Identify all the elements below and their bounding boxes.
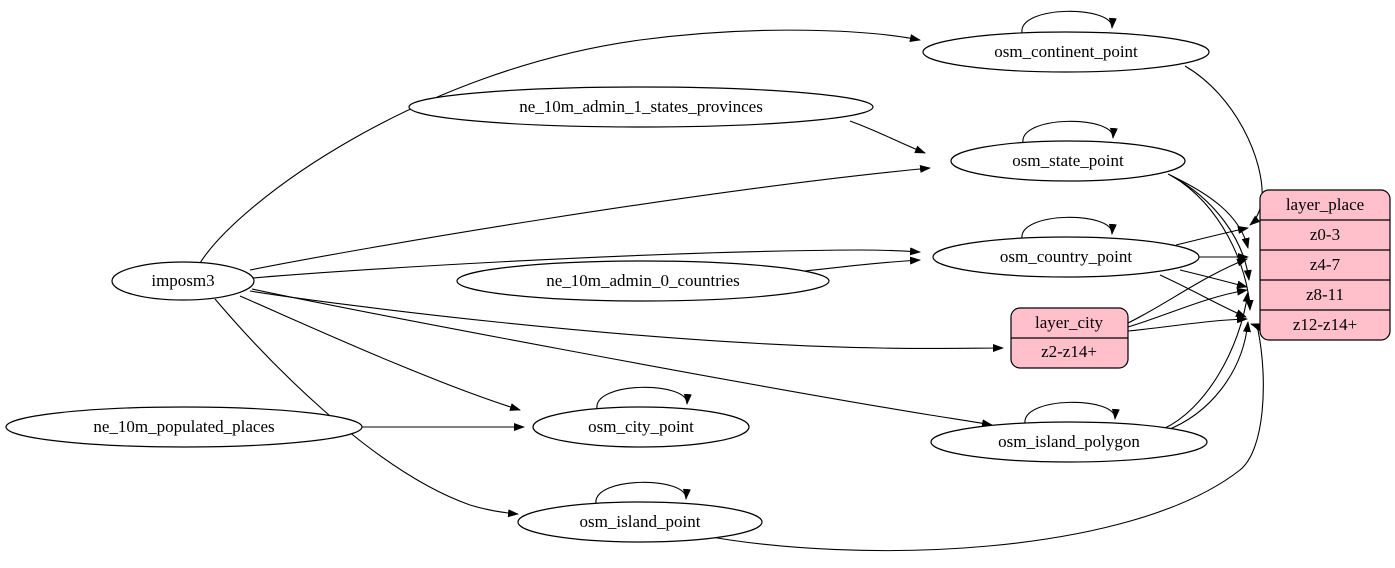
node-osm_island_polygon[interactable]: osm_island_polygon <box>930 421 1208 463</box>
edge-ne_admin_0_countries-to-osm_country_point <box>804 256 921 272</box>
edge-selfloop-osm_country_point <box>1021 216 1117 240</box>
node-label-layer_place-z8_11: z8-11 <box>1306 285 1344 304</box>
node-label-osm_island_point: osm_island_point <box>580 512 701 531</box>
edge-selfloop-osm_island_point <box>595 481 691 505</box>
edge-osm_country_point-to-layer_place-z12_plus <box>1159 274 1247 318</box>
edge-imposm3-to-layer_city <box>249 290 1004 353</box>
edge-layer_city-to-layer_place-z8_11 <box>1127 287 1248 328</box>
edges-layer <box>199 10 1264 552</box>
node-label-layer_city-header: layer_city <box>1035 313 1103 332</box>
edge-imposm3-to-osm_island_polygon <box>251 288 993 428</box>
node-osm_city_point[interactable]: osm_city_point <box>532 406 750 448</box>
edge-imposm3-to-osm_state_point <box>249 164 931 271</box>
node-label-osm_city_point: osm_city_point <box>588 417 694 436</box>
node-label-layer_place-z4_7: z4-7 <box>1310 255 1341 274</box>
edge-osm_continent_point-to-layer_place-z0_3 <box>1184 65 1263 226</box>
node-layer_city[interactable]: layer_city z2-z14+ <box>1010 307 1129 369</box>
node-osm_island_point[interactable]: osm_island_point <box>517 501 763 543</box>
node-imposm3[interactable]: imposm3 <box>111 261 255 301</box>
edge-selfloop-osm_state_point <box>1022 120 1118 144</box>
node-osm_state_point[interactable]: osm_state_point <box>950 140 1186 182</box>
node-label-ne_10m_admin_0_countries: ne_10m_admin_0_countries <box>546 271 740 290</box>
node-label-osm_country_point: osm_country_point <box>1000 247 1132 266</box>
edge-selfloop-osm_continent_point <box>1021 10 1117 34</box>
edge-osm_state_point-to-layer_place-z4_7 <box>1167 173 1250 249</box>
node-osm_country_point[interactable]: osm_country_point <box>932 236 1200 278</box>
edge-osm_island_point-to-layer_place-z12_plus <box>699 323 1264 552</box>
node-label-osm_island_polygon: osm_island_polygon <box>998 432 1140 451</box>
node-ne_10m_populated_places[interactable]: ne_10m_populated_places <box>5 406 363 448</box>
edge-osm_island_polygon-to-layer_place-z8_11 <box>1162 291 1251 430</box>
node-label-layer_place-z12_plus: z12-z14+ <box>1293 315 1357 334</box>
node-osm_continent_point[interactable]: osm_continent_point <box>922 31 1210 73</box>
nodes-layer: imposm3 ne_10m_admin_1_states_provinces … <box>5 31 1391 543</box>
edge-osm_island_polygon-to-layer_place-z12_plus <box>1164 321 1251 432</box>
edge-selfloop-osm_city_point <box>596 386 692 410</box>
edge-layer_city-to-layer_place-z4_7 <box>1127 258 1248 324</box>
edge-osm_country_point-to-layer_place-z0_3 <box>1175 226 1249 246</box>
node-label-layer_place-z0_3: z0-3 <box>1310 225 1340 244</box>
node-label-layer_place-header: layer_place <box>1286 195 1364 214</box>
edge-imposm3-to-osm_continent_point <box>199 29 921 264</box>
node-ne_10m_admin_0_countries[interactable]: ne_10m_admin_0_countries <box>456 260 830 302</box>
edge-ne_states_provinces-to-osm_state_point <box>849 120 926 154</box>
node-label-ne_10m_populated_places: ne_10m_populated_places <box>93 417 274 436</box>
node-label-layer_city-z2_plus: z2-z14+ <box>1041 342 1097 361</box>
node-label-osm_state_point: osm_state_point <box>1012 151 1124 170</box>
edge-imposm3-to-osm_city_point <box>239 295 521 411</box>
edge-selfloop-osm_island_polygon <box>1024 401 1120 425</box>
node-label-ne_10m_admin_1_states_provinces: ne_10m_admin_1_states_provinces <box>519 97 763 116</box>
node-layer_place[interactable]: layer_place z0-3 z4-7 z8-11 z12-z14+ <box>1259 189 1391 341</box>
edge-osm_country_point-to-layer_place-z8_11 <box>1179 269 1248 289</box>
edge-imposm3-to-osm_country_point <box>252 247 921 279</box>
edge-layer_city-to-layer_place-z12_plus <box>1127 315 1248 332</box>
node-ne_10m_admin_1_states_provinces[interactable]: ne_10m_admin_1_states_provinces <box>408 86 874 128</box>
node-label-osm_continent_point: osm_continent_point <box>994 42 1138 61</box>
edge-imposm3-to-osm_island_point <box>214 298 519 518</box>
node-label-imposm3: imposm3 <box>151 271 214 290</box>
